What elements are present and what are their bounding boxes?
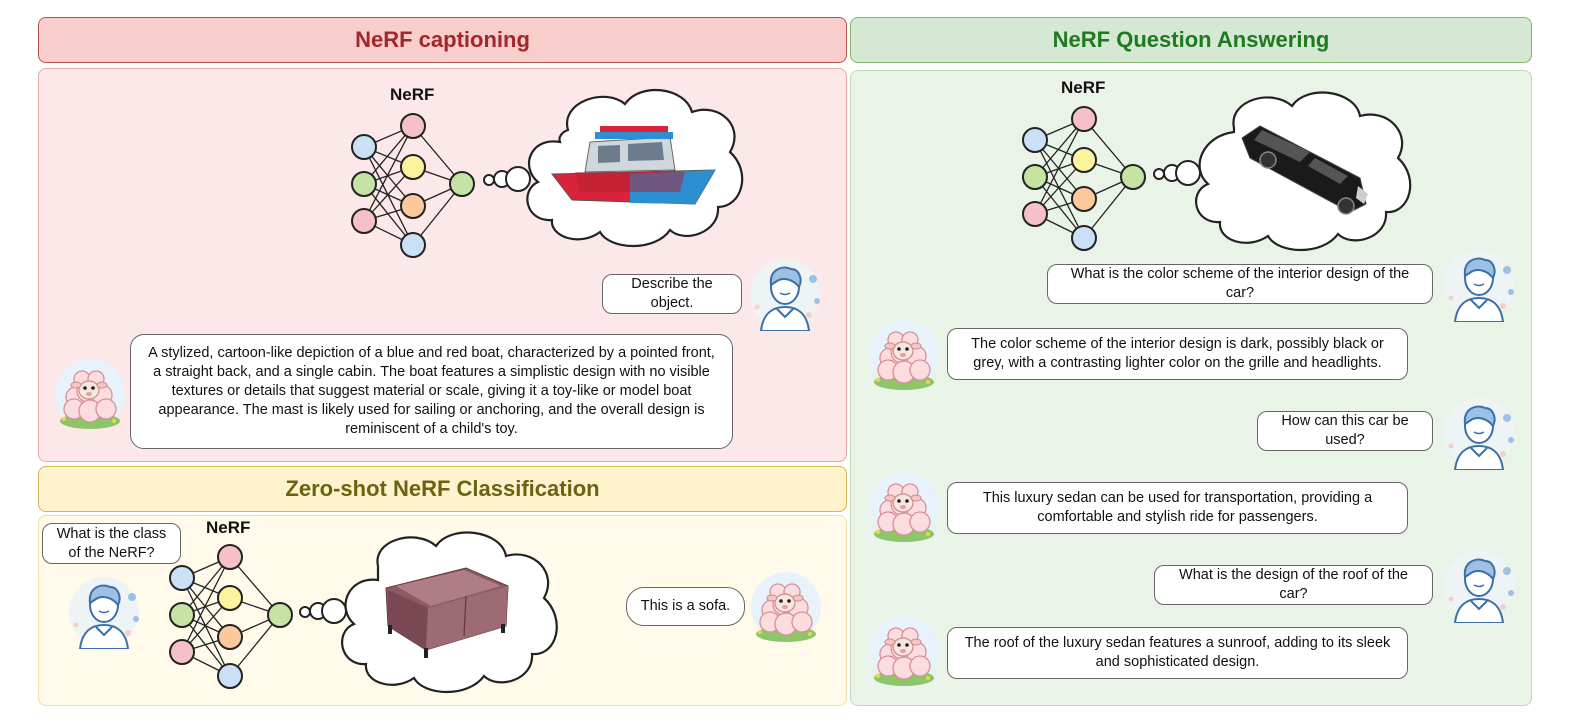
user-avatar-icon: [66, 575, 142, 649]
user-avatar-icon: [1441, 396, 1517, 470]
captioning-nerf-label: NeRF: [390, 85, 435, 104]
qa-answer-bubble: The color scheme of the interior design …: [947, 328, 1408, 380]
qa-title: NeRF Question Answering: [1052, 27, 1330, 52]
qa-answer-bubble: The roof of the luxury sedan features a …: [947, 627, 1408, 679]
captioning-nerf-network-icon: [348, 110, 478, 260]
user-avatar-icon: [1441, 549, 1517, 623]
classification-thought-cloud: [296, 528, 566, 698]
qa-nerf-network-icon: [1019, 103, 1149, 253]
captioning-answer-bubble: A stylized, cartoon-like depiction of a …: [130, 334, 733, 449]
user-avatar-icon: [1441, 248, 1517, 322]
captioning-question-bubble: Describe the object.: [602, 274, 742, 314]
classification-answer-bubble: This is a sofa.: [626, 587, 745, 626]
qa-question-bubble: How can this car be used?: [1257, 411, 1433, 451]
sheep-avatar-icon: [748, 570, 824, 644]
classification-header: Zero-shot NeRF Classification: [38, 466, 847, 512]
qa-question-bubble: What is the design of the roof of the ca…: [1154, 565, 1433, 605]
sheep-avatar-icon: [866, 470, 942, 544]
classification-nerf-label: NeRF: [206, 518, 251, 537]
user-avatar-icon: [747, 257, 823, 331]
sheep-avatar-icon: [866, 614, 942, 688]
sheep-avatar-icon: [52, 357, 128, 431]
captioning-thought-cloud: [480, 82, 750, 252]
qa-answer-bubble: This luxury sedan can be used for transp…: [947, 482, 1408, 534]
captioning-header: NeRF captioning: [38, 17, 847, 63]
qa-nerf-label: NeRF: [1061, 78, 1106, 97]
qa-header: NeRF Question Answering: [850, 17, 1532, 63]
sheep-avatar-icon: [866, 318, 942, 392]
classification-title: Zero-shot NeRF Classification: [285, 476, 600, 501]
car-image: [1241, 125, 1368, 215]
boat-image: [551, 126, 716, 205]
sofa-image: [385, 567, 509, 658]
captioning-title: NeRF captioning: [355, 27, 530, 52]
qa-thought-cloud: [1150, 86, 1420, 256]
qa-question-bubble: What is the color scheme of the interior…: [1047, 264, 1433, 304]
classification-question-bubble: What is the class of the NeRF?: [42, 523, 181, 564]
classification-nerf-network-icon: [166, 542, 296, 692]
